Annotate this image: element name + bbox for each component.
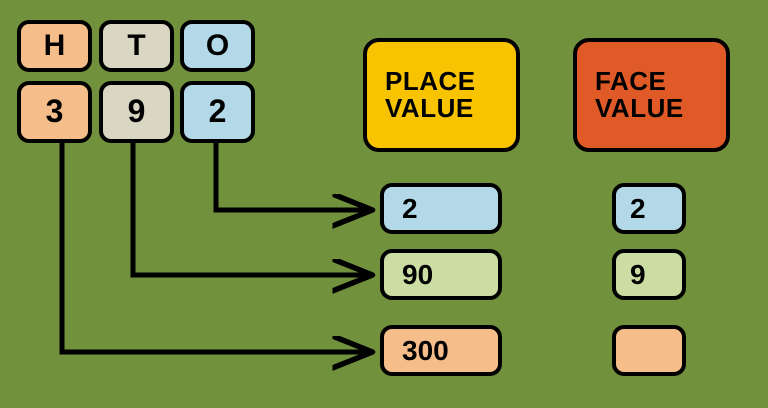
place-value-ones: 2 <box>380 183 502 234</box>
arrow-ones-to-place-value <box>213 143 370 210</box>
face-value-header-line2: VALUE <box>595 93 684 123</box>
arrow-hundreds-to-place-value <box>59 143 370 352</box>
place-value-header-line2: VALUE <box>385 93 474 123</box>
place-header-tens: T <box>99 20 174 72</box>
face-value-hundreds <box>612 325 686 376</box>
place-header-hundreds: H <box>17 20 92 72</box>
face-value-tens: 9 <box>612 249 686 300</box>
place-header-ones: O <box>180 20 255 72</box>
digit-ones: 2 <box>180 81 255 143</box>
digit-hundreds: 3 <box>17 81 92 143</box>
face-value-ones: 2 <box>612 183 686 234</box>
place-value-header-line1: PLACE <box>385 65 476 96</box>
arrow-tens-to-place-value <box>130 143 370 275</box>
place-value-hundreds: 300 <box>380 325 502 376</box>
place-value-header: PLACE VALUE <box>363 38 520 152</box>
place-value-tens: 90 <box>380 249 502 300</box>
face-value-header: FACE VALUE <box>573 38 730 152</box>
digit-tens: 9 <box>99 81 174 143</box>
face-value-header-line1: FACE <box>595 65 667 96</box>
